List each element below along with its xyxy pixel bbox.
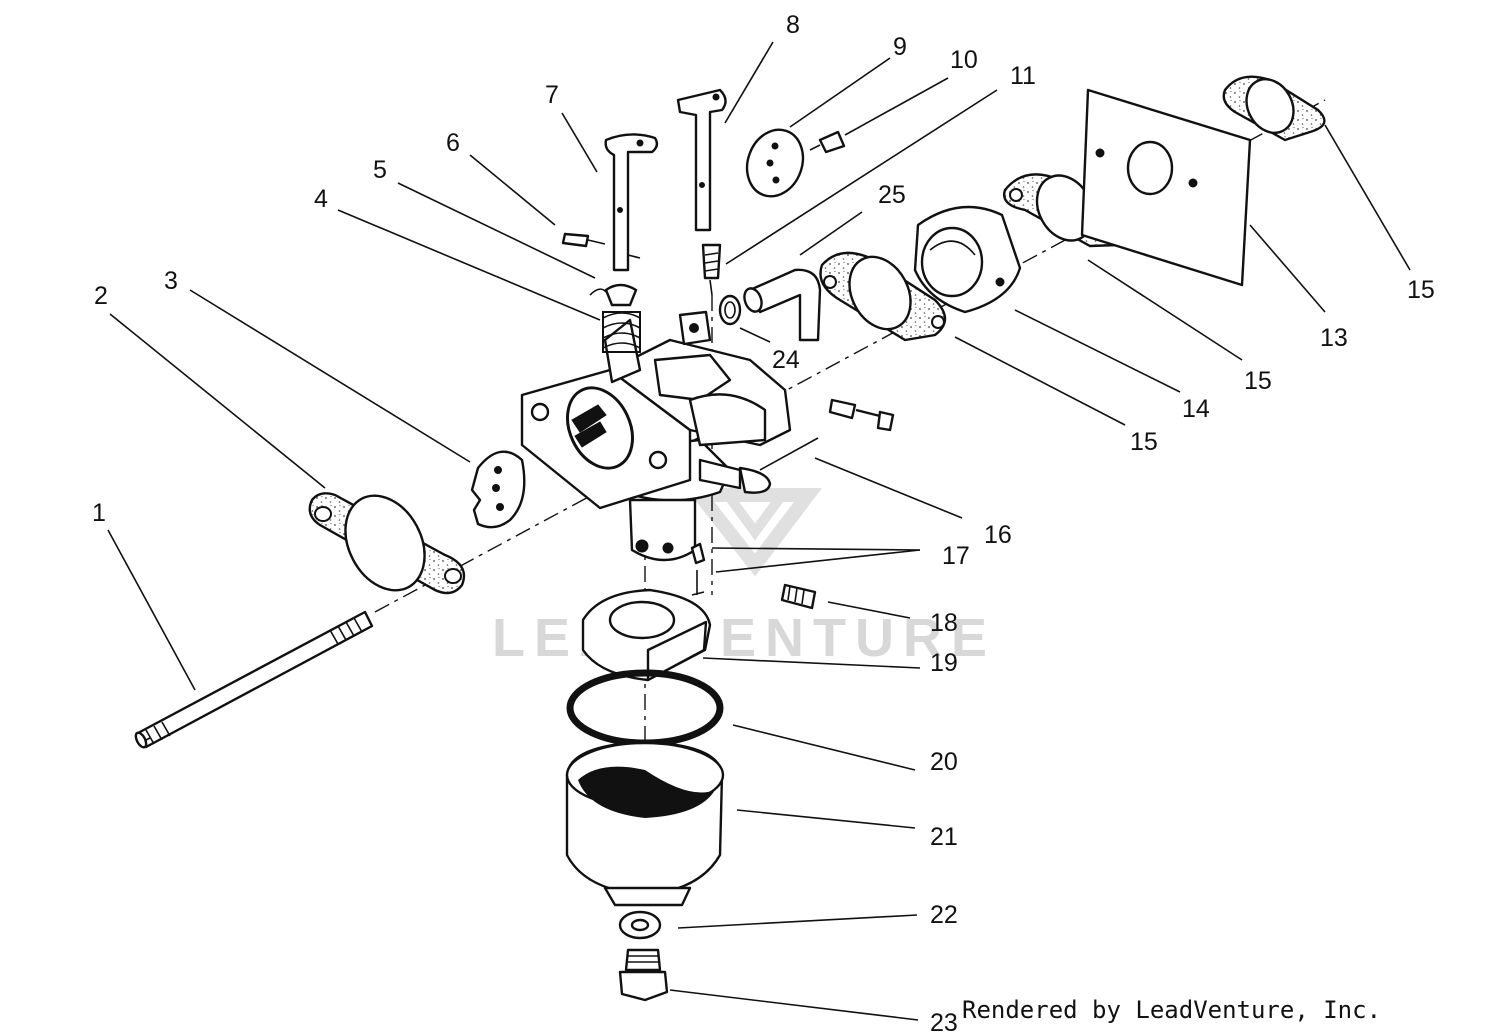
part-needle-16 [759,398,895,471]
part-plate [1080,88,1252,287]
callout-25: 25 [878,181,906,209]
callout-8: 8 [786,11,800,39]
leader-lines [107,41,1411,1021]
part-spacer [913,205,1022,314]
part-gasket-left [308,492,466,595]
callout-7: 7 [545,81,559,109]
part-spring [602,311,641,353]
part-elbow-tube [743,268,822,342]
part-screw-10 [809,130,846,154]
callout-11: 11 [1010,62,1036,90]
part-stud [134,610,374,749]
part-drain-bolt [618,948,669,1002]
callout-20: 20 [930,748,958,776]
callout-22: 22 [930,901,958,929]
callout-2: 2 [94,282,108,310]
callout-1: 1 [92,499,106,527]
part-choke-plate [745,128,805,198]
part-throttle-plate [470,450,526,529]
callout-6: 6 [446,129,460,157]
rendered-by-credit: Rendered by LeadVenture, Inc. [962,996,1382,1024]
callout-9: 9 [893,33,907,61]
callout-16: 16 [984,521,1012,549]
callout-18: 18 [930,609,958,637]
part-bushing [718,294,742,326]
callout-19: 19 [930,649,958,677]
part-float [581,588,712,682]
callout-10: 10 [950,46,978,74]
part-washer [618,910,662,940]
callout-17: 17 [942,542,970,570]
part-needle-cap [589,283,638,307]
callout-23: 23 [930,1009,958,1036]
callout-15-middle: 15 [1130,428,1158,456]
part-fitting-11 [701,243,722,296]
part-screw-6 [561,232,606,248]
callout-15-right: 15 [1244,367,1272,395]
callout-15-far-right: 15 [1407,276,1435,304]
part-gasket-middle [819,251,947,342]
callout-24: 24 [772,346,800,374]
part-pins-17 [690,542,706,596]
part-float-bowl [565,740,725,907]
watermark: LEADVENTURE [492,488,996,668]
part-choke-shaft [676,88,727,232]
callout-5: 5 [373,156,387,184]
part-screw-18 [780,583,817,610]
callout-14: 14 [1182,395,1210,423]
callout-21: 21 [930,823,958,851]
part-gasket-far-right [1222,75,1326,142]
callout-3: 3 [164,267,178,295]
watermark-text: LEADVENTURE [492,608,996,668]
callout-13: 13 [1320,324,1348,352]
part-throttle-shaft [604,133,659,272]
part-carburetor-body [520,310,792,562]
callout-4: 4 [314,185,328,213]
callout-labels: 1 2 3 4 5 6 7 8 9 10 11 25 24 13 15 15 1… [92,11,1435,1036]
